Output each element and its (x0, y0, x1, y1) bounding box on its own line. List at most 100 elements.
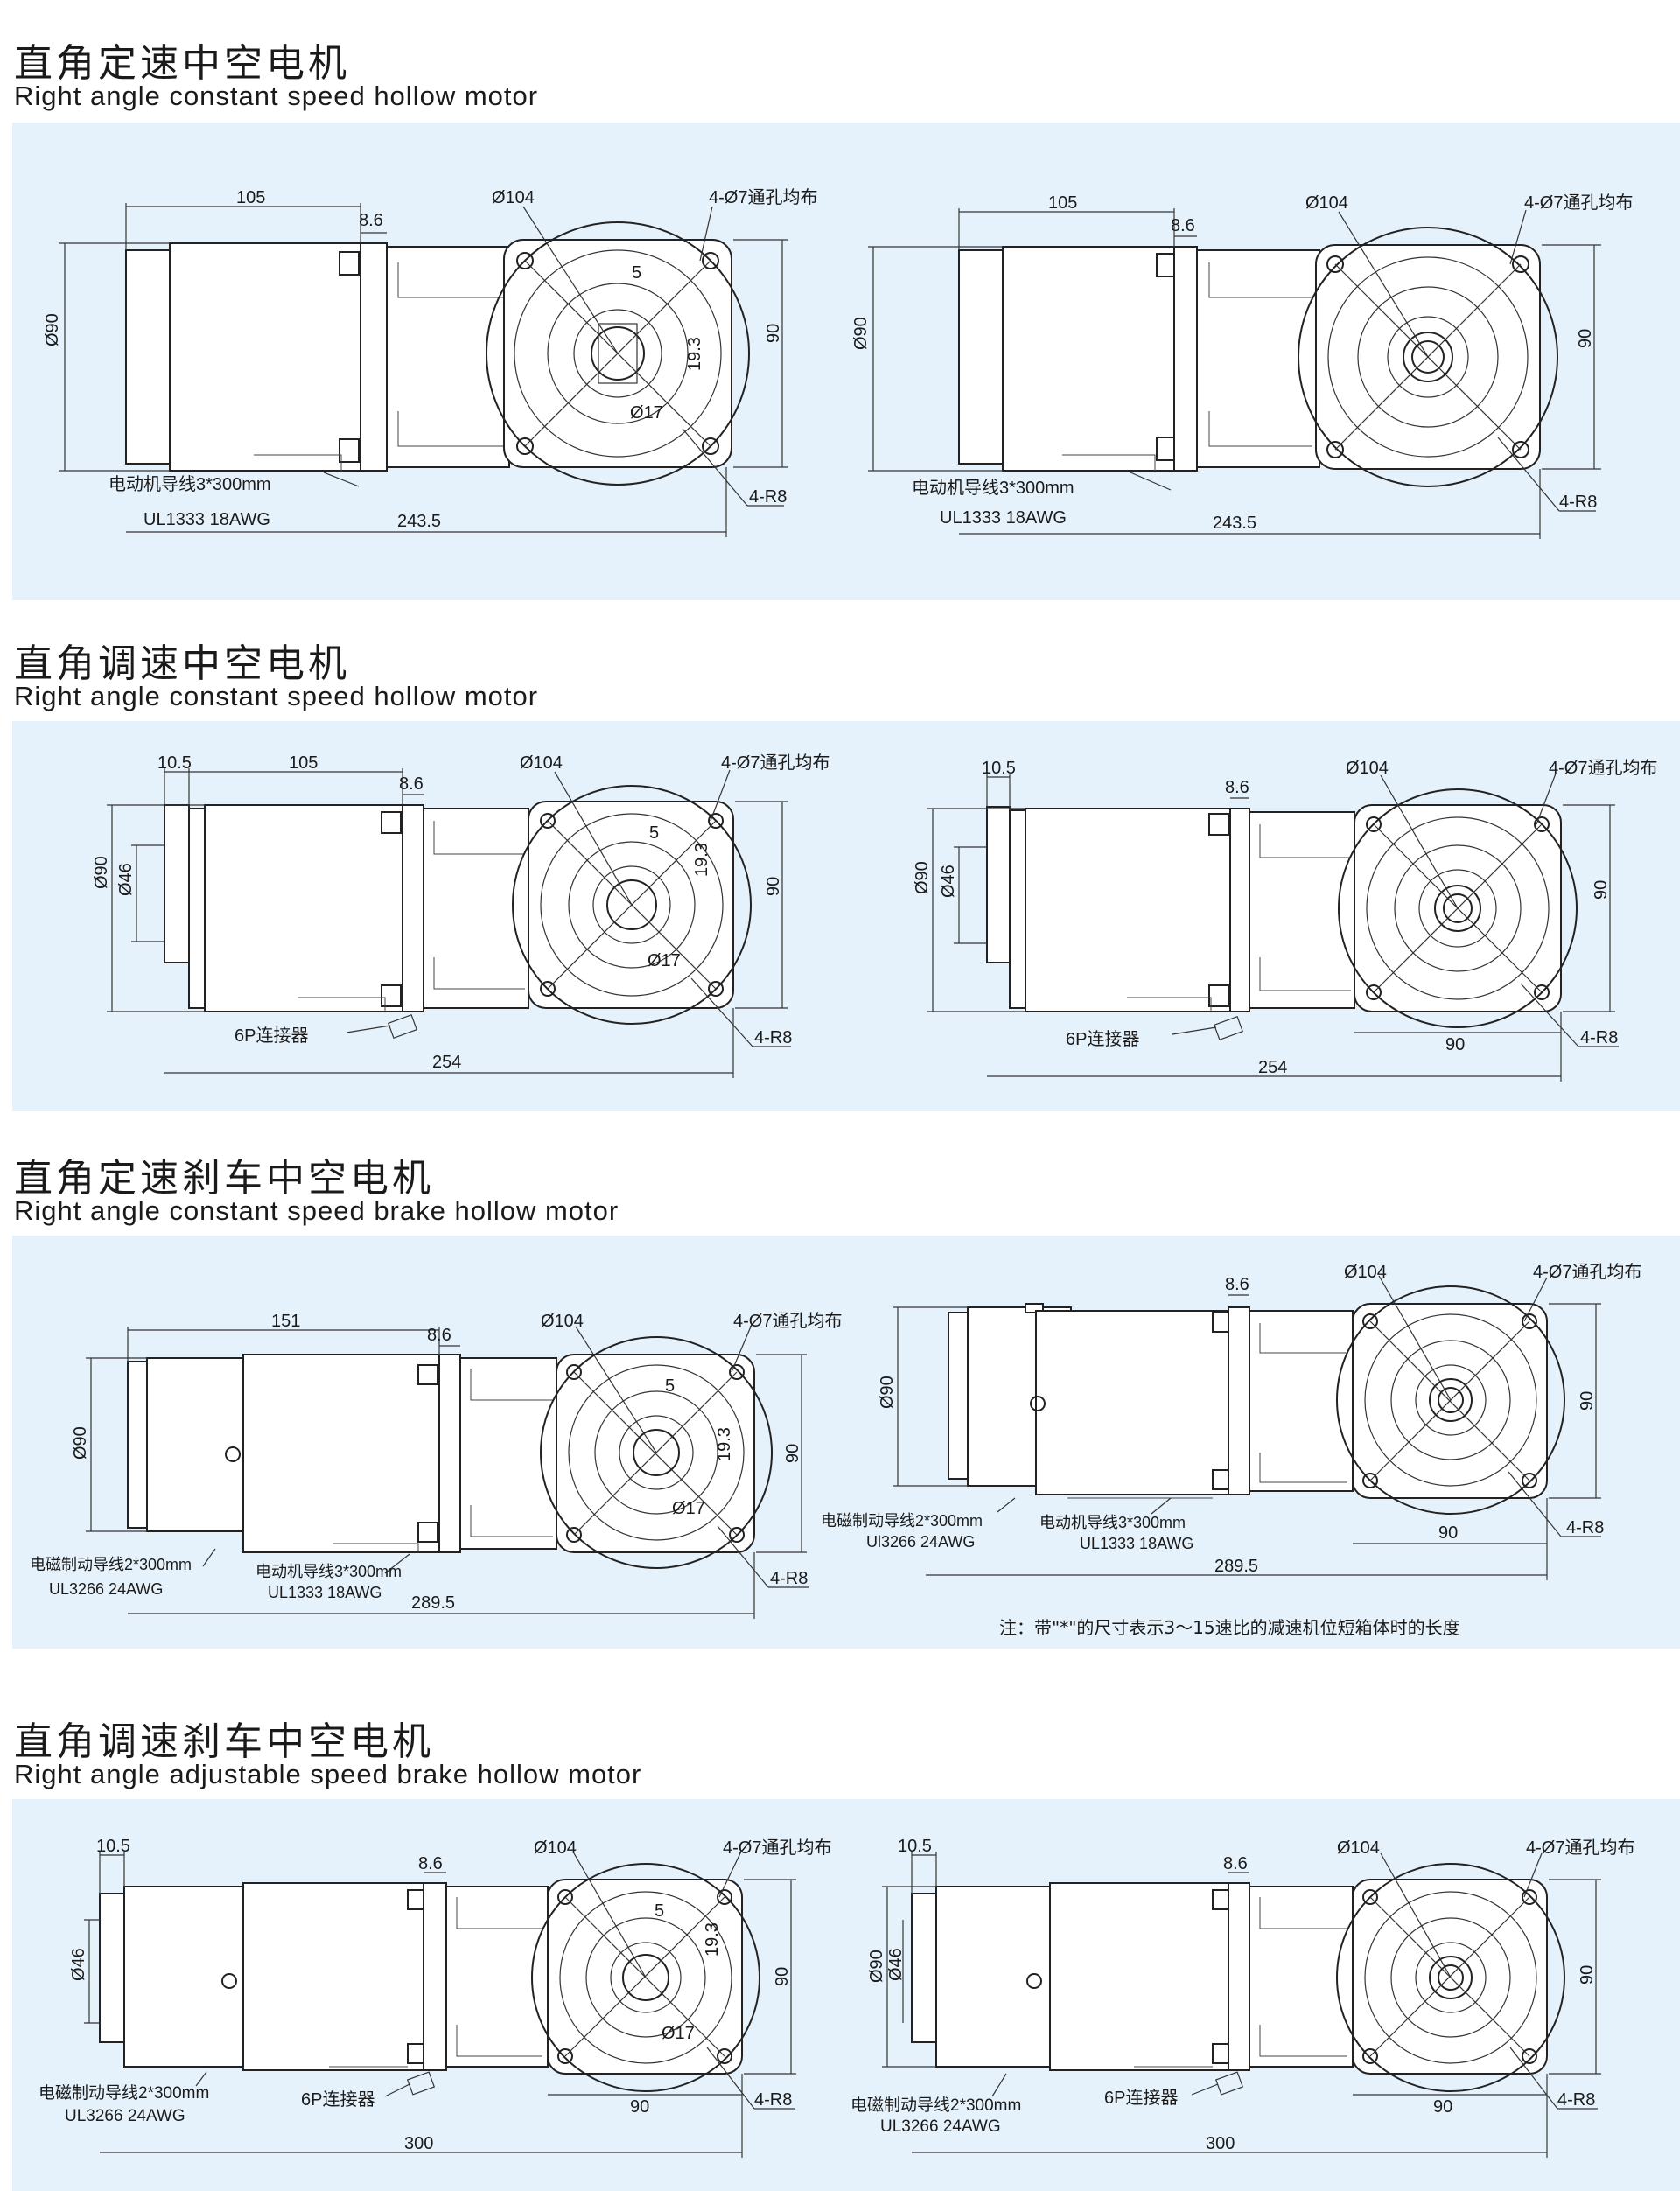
brake-spec: UL3266 24AWG (880, 2118, 1001, 2136)
brake-spec: UL3266 24AWG (65, 2107, 186, 2125)
section-title-en: Right angle constant speed hollow motor (14, 80, 539, 111)
section-title-en: Right angle constant speed hollow motor (14, 681, 539, 711)
dim-bottom: 90 (630, 2097, 649, 2117)
mount-hole (702, 252, 719, 270)
dim-cap-dia: Ø46 (69, 1948, 88, 1981)
label-holes: 4-Ø7通孔均布 (1549, 758, 1657, 778)
label-radius: 4-R8 (770, 1569, 808, 1588)
label-holes: 4-Ø7通孔均布 (709, 187, 817, 207)
mount-hole (516, 252, 534, 270)
terminal-box (339, 438, 360, 463)
terminal-box (1156, 437, 1175, 461)
dim-flange: 8.6 (359, 211, 383, 230)
dim-flange: 8.6 (427, 1326, 452, 1345)
dim-cap-length: 10.5 (982, 759, 1016, 778)
label-radius: 4-R8 (1580, 1028, 1618, 1047)
lead-spec: UL1333 18AWG (268, 1584, 382, 1601)
dim-side: 90 (764, 324, 783, 343)
terminal-box (339, 251, 360, 276)
dim-body-dia: Ø90 (913, 861, 932, 894)
section-title-cn: 直角调速刹车中空电机 (14, 1719, 434, 1764)
dim-bore: Ø17 (648, 951, 681, 970)
dim-pcd: Ø104 (541, 1312, 584, 1331)
dim-side: 90 (1576, 329, 1595, 348)
dim-depth: 19.3 (703, 1922, 722, 1956)
terminal-box (1156, 253, 1175, 277)
dim-side: 90 (783, 1444, 802, 1463)
motor-body (169, 242, 361, 472)
lead-label: 电动机导线3*300mm (1040, 1514, 1186, 1531)
dim-depth: 19.3 (715, 1427, 734, 1461)
dim-length: 105 (1048, 193, 1077, 213)
dim-keyway: 5 (665, 1376, 675, 1396)
dim-cap-length: 10.5 (158, 753, 192, 773)
connector-label: 6P连接器 (1104, 2088, 1178, 2108)
dim-length: 151 (271, 1312, 300, 1331)
section-title-cn: 直角定速刹车中空电机 (14, 1156, 434, 1200)
section-title-en: Right angle adjustable speed brake hollo… (14, 1759, 642, 1789)
section-title-cn: 直角调速中空电机 (14, 641, 350, 686)
dim-flange: 8.6 (418, 1854, 443, 1873)
lead-spec: UL1333 18AWG (1080, 1535, 1194, 1552)
dim-cap-dia: Ø46 (939, 864, 958, 898)
brake-spec: Ul3266 24AWG (866, 1533, 975, 1550)
dim-bore: Ø17 (662, 2024, 695, 2043)
footnote: 注：带"*"的尺寸表示3～15速比的减速机位短箱体时的长度 (999, 1617, 1460, 1638)
brake-label: 电磁制动导线2*300mm (821, 1512, 983, 1530)
dim-pcd: Ø104 (492, 188, 535, 207)
dim-pcd: Ø104 (1337, 1838, 1380, 1858)
dim-depth: 19.3 (685, 337, 704, 371)
dim-bottom: 90 (1433, 2097, 1452, 2117)
motor-body (1002, 246, 1189, 472)
dim-flange: 8.6 (1225, 778, 1250, 797)
dim-bore: Ø17 (672, 1499, 705, 1518)
dim-side: 90 (1592, 880, 1611, 900)
drawing-svg-left: 105 8.6 Ø90 90 243.5 Ø104 4-Ø7通孔均布 4-R8 … (43, 187, 1633, 539)
dim-body-dia: Ø90 (92, 856, 111, 889)
label-holes: 4-Ø7通孔均布 (733, 1311, 842, 1331)
lead-spec: UL1333 18AWG (940, 508, 1067, 528)
dim-pcd: Ø104 (520, 753, 563, 773)
lead-label: 电动机导线3*300mm (912, 478, 1074, 498)
mount-hole (516, 438, 534, 455)
dim-total: 254 (1258, 1058, 1287, 1077)
dim-keyway: 5 (649, 823, 659, 843)
dim-total: 243.5 (397, 512, 441, 531)
connector-label: 6P连接器 (301, 2090, 374, 2110)
hollow-bore (591, 326, 645, 381)
dim-length: 105 (289, 753, 318, 773)
pcd-circle (486, 221, 750, 486)
label-holes: 4-Ø7通孔均布 (1524, 192, 1633, 213)
label-holes: 4-Ø7通孔均布 (1533, 1262, 1642, 1282)
dim-cap-length: 10.5 (96, 1837, 130, 1856)
lead-spec: UL1333 18AWG (144, 510, 270, 529)
dim-bottom: 90 (1446, 1035, 1465, 1054)
label-holes: 4-Ø7通孔均布 (1526, 1838, 1634, 1858)
dim-bore: Ø17 (630, 403, 663, 423)
brake-label: 电磁制动导线2*300mm (30, 1556, 192, 1573)
dim-keyway: 5 (654, 1901, 664, 1921)
dim-cap-length: 10.5 (898, 1837, 932, 1856)
dim-cap-dia: Ø46 (886, 1948, 906, 1981)
dim-depth: 19.3 (692, 843, 711, 877)
label-radius: 4-R8 (1558, 2090, 1595, 2110)
dim-flange: 8.6 (1171, 216, 1195, 235)
drawing-svg-2: 10.5 105 8.6 Ø90 Ø46 90 254 Ø104 4-Ø7通孔均… (92, 752, 1657, 1082)
connector-label: 6P连接器 (234, 1026, 308, 1046)
dim-body-dia: Ø90 (867, 1950, 886, 1983)
dim-body-dia: Ø90 (43, 313, 62, 346)
dim-side: 90 (1578, 1391, 1597, 1410)
brake-label: 电磁制动导线2*300mm (38, 2083, 209, 2103)
label-holes: 4-Ø7通孔均布 (721, 752, 830, 773)
dim-total: 289.5 (411, 1593, 455, 1613)
dim-length: 105 (236, 188, 265, 207)
connector-label: 6P连接器 (1066, 1029, 1139, 1049)
label-radius: 4-R8 (1566, 1518, 1604, 1537)
label-radius: 4-R8 (749, 487, 787, 507)
dim-flange: 8.6 (1223, 1854, 1248, 1873)
dim-body-dia: Ø90 (851, 317, 871, 350)
brake-spec: UL3266 24AWG (49, 1580, 163, 1598)
dim-total: 289.5 (1214, 1557, 1258, 1576)
dim-cap-dia: Ø46 (116, 863, 136, 896)
